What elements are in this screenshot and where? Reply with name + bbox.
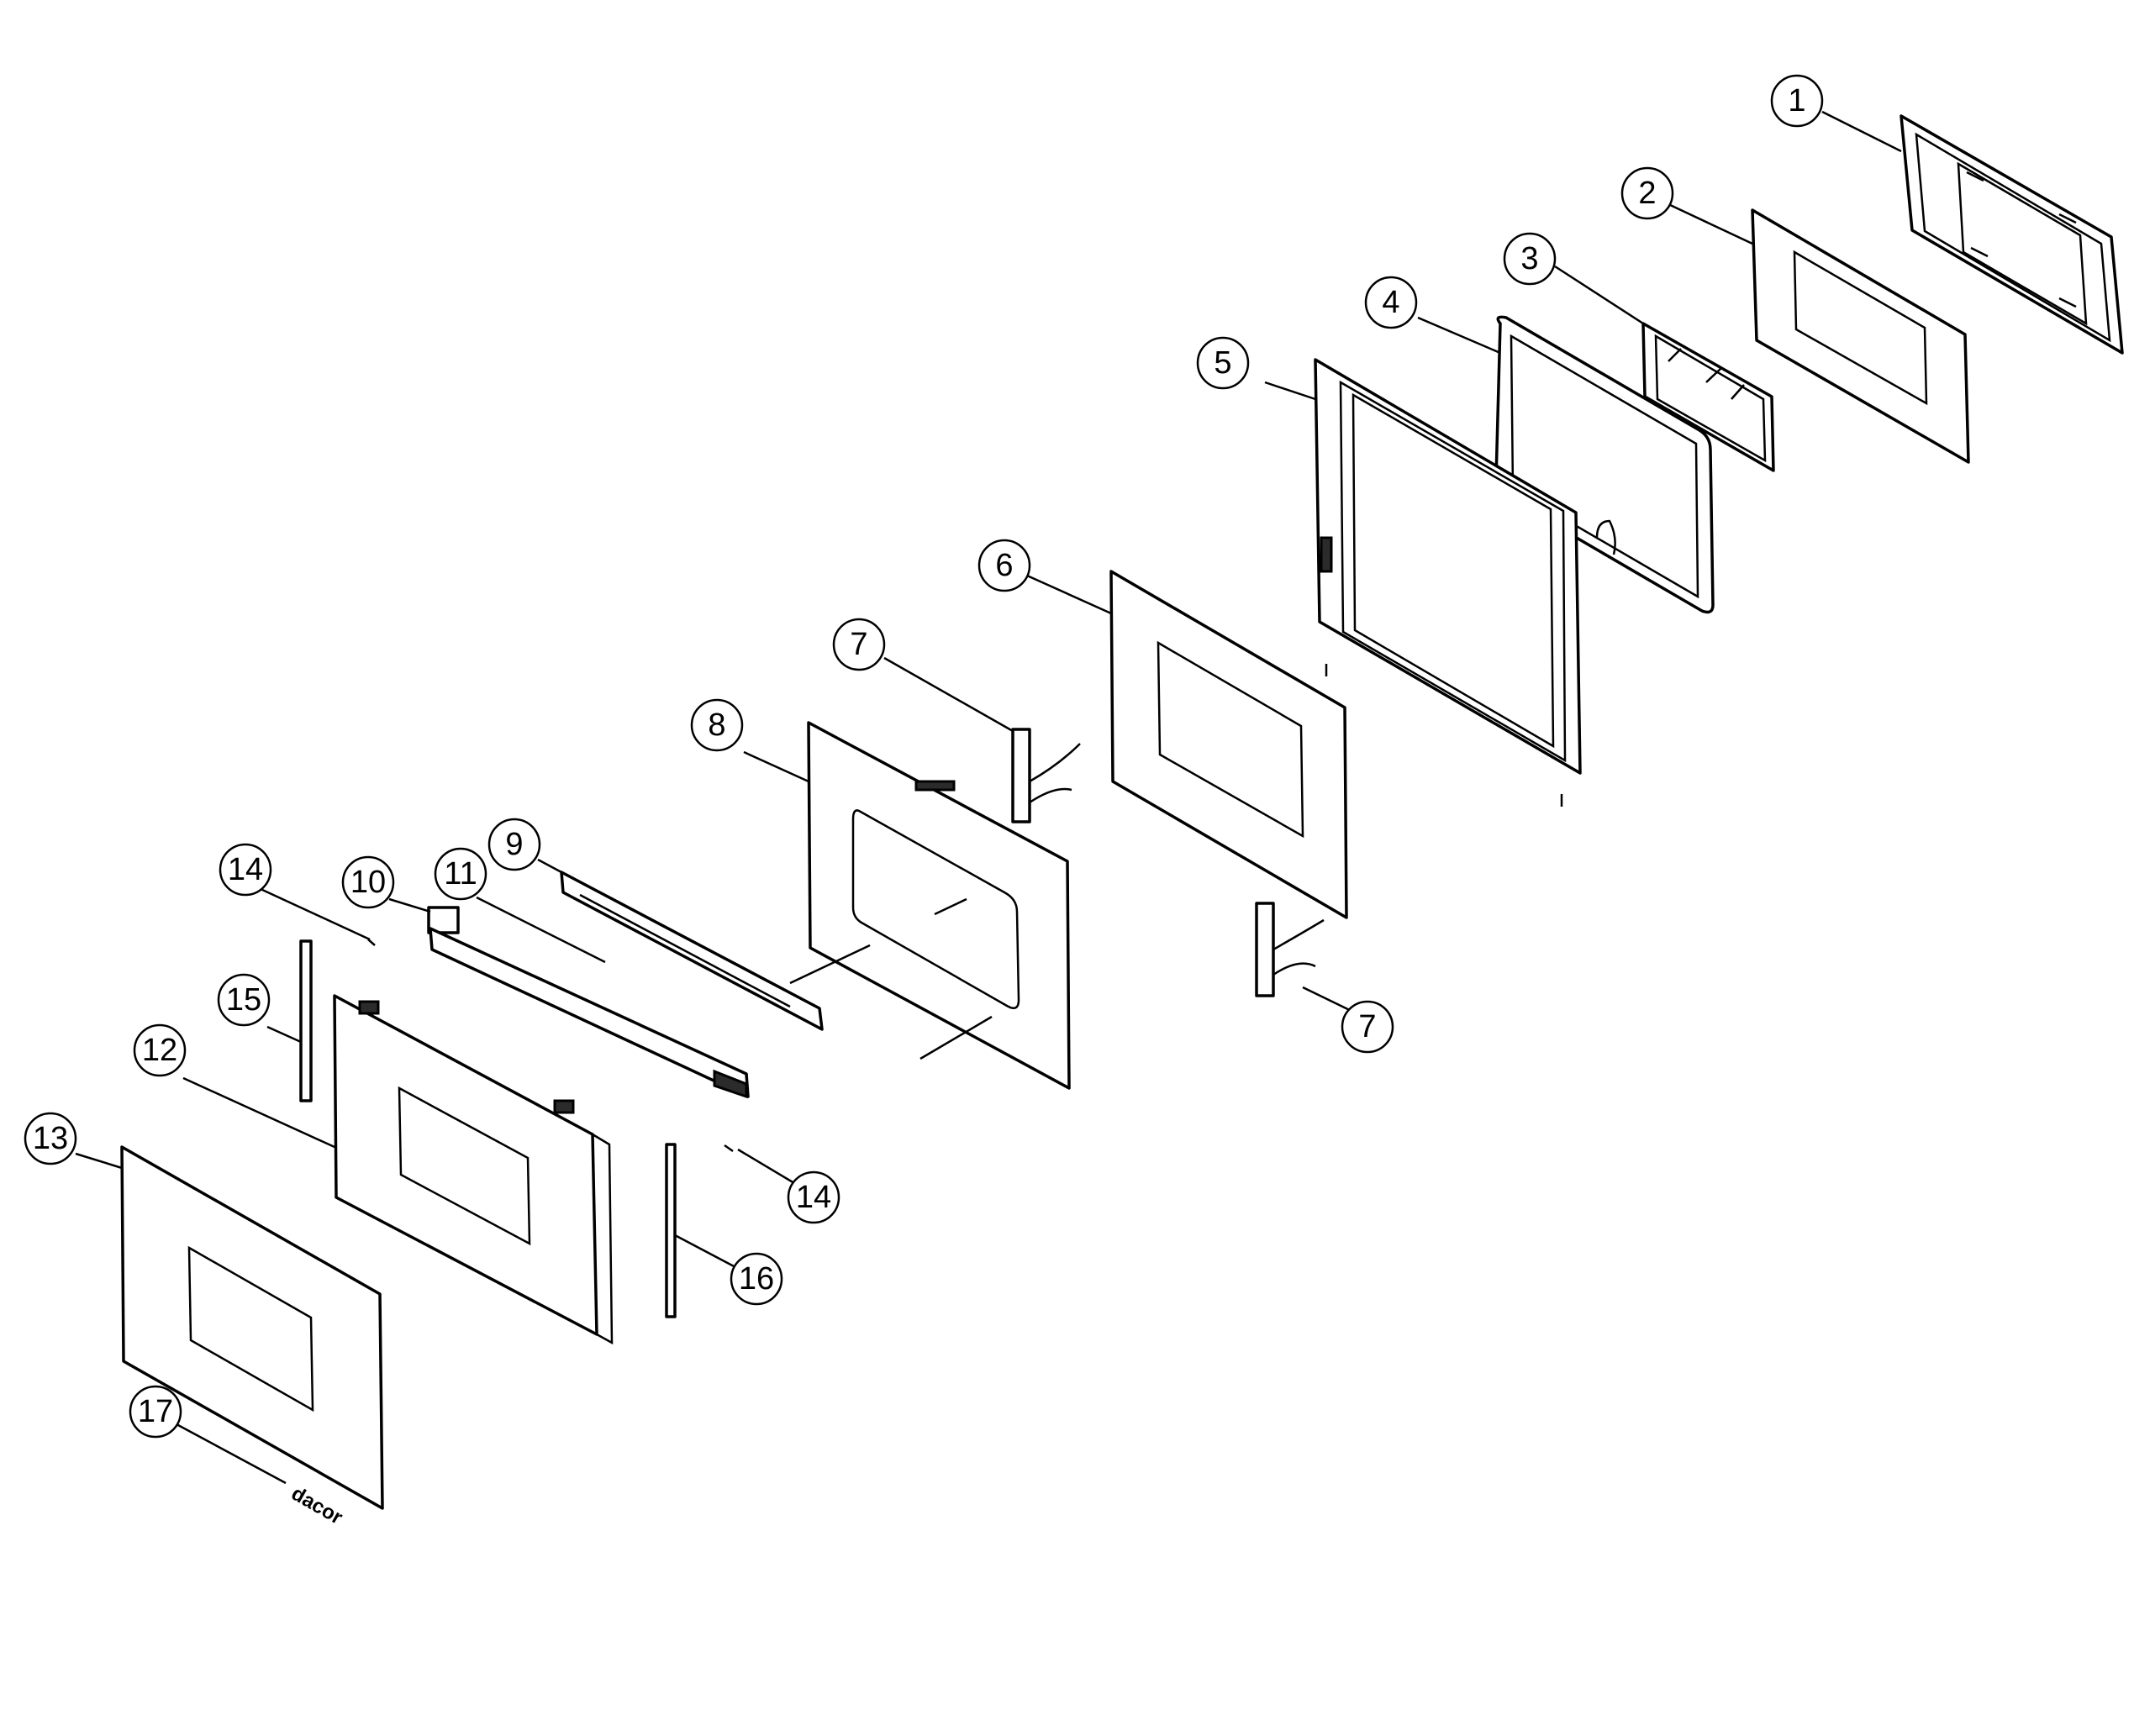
part-16-side-strip	[665, 1143, 677, 1318]
part-13-outer-panel: dacor	[120, 1145, 384, 1529]
callout-5: 5	[1196, 336, 1250, 390]
callout-13-label: 13	[33, 1121, 68, 1156]
part-5-inner-frame	[1314, 358, 1582, 807]
part-14-screw-upper	[367, 939, 376, 946]
callout-2: 2	[1620, 166, 1674, 220]
part-2-frame	[1751, 208, 1970, 464]
callout-7-upper-label: 7	[850, 627, 867, 662]
callout-14-lower: 14	[787, 1170, 840, 1224]
callout-14-lower-label: 14	[796, 1180, 831, 1215]
callout-17-label: 17	[138, 1394, 173, 1429]
callout-8-label: 8	[708, 708, 725, 743]
part-7-hinge-lower	[1255, 902, 1325, 997]
callout-3: 3	[1503, 232, 1557, 286]
part-6-glass-panel	[1109, 570, 1348, 919]
callout-7-upper: 7	[832, 618, 886, 671]
callout-14-upper: 14	[219, 843, 272, 897]
callout-1-label: 1	[1788, 83, 1805, 118]
callout-14-upper-label: 14	[228, 852, 263, 887]
callout-9-label: 9	[505, 827, 523, 862]
callout-4: 4	[1364, 276, 1418, 329]
part-11-bar	[429, 927, 750, 1099]
callout-1: 1	[1770, 74, 1824, 128]
callout-15-label: 15	[226, 982, 261, 1018]
callout-2-label: 2	[1638, 176, 1656, 211]
part-9-vent-channel	[560, 871, 824, 1031]
callout-16: 16	[730, 1252, 783, 1306]
part-7-hinge-upper	[1011, 728, 1081, 823]
callout-11-label: 11	[444, 856, 477, 892]
callout-13: 13	[24, 1112, 77, 1165]
part-15-side-strip	[299, 939, 313, 1102]
dacor-logo: dacor	[287, 1482, 346, 1529]
callout-12: 12	[133, 1023, 187, 1077]
callout-10: 10	[341, 855, 395, 909]
callout-9: 9	[487, 818, 541, 871]
callout-4-label: 4	[1382, 285, 1399, 320]
callout-11: 11	[434, 847, 487, 901]
callout-3-label: 3	[1520, 241, 1538, 276]
callout-10-label: 10	[350, 865, 386, 900]
callout-7-lower-label: 7	[1358, 1009, 1376, 1044]
callout-7-lower: 7	[1341, 1000, 1394, 1054]
leaders	[75, 110, 1902, 1485]
callout-8: 8	[690, 698, 744, 752]
part-12-mid-panel	[333, 994, 614, 1345]
part-10-clip	[427, 906, 460, 934]
callout-15: 15	[217, 973, 271, 1027]
part-3-bracket	[1641, 322, 1775, 472]
callout-17: 17	[129, 1385, 182, 1439]
part-8-inner-panel	[789, 721, 1071, 1090]
part-14-screw-lower	[724, 1144, 734, 1153]
callout-16-label: 16	[739, 1261, 774, 1297]
callout-6-label: 6	[995, 548, 1013, 583]
part-1-door-liner	[1900, 114, 2124, 355]
callout-6: 6	[977, 539, 1031, 592]
callout-12-label: 12	[142, 1033, 177, 1068]
callout-5-label: 5	[1214, 345, 1231, 381]
